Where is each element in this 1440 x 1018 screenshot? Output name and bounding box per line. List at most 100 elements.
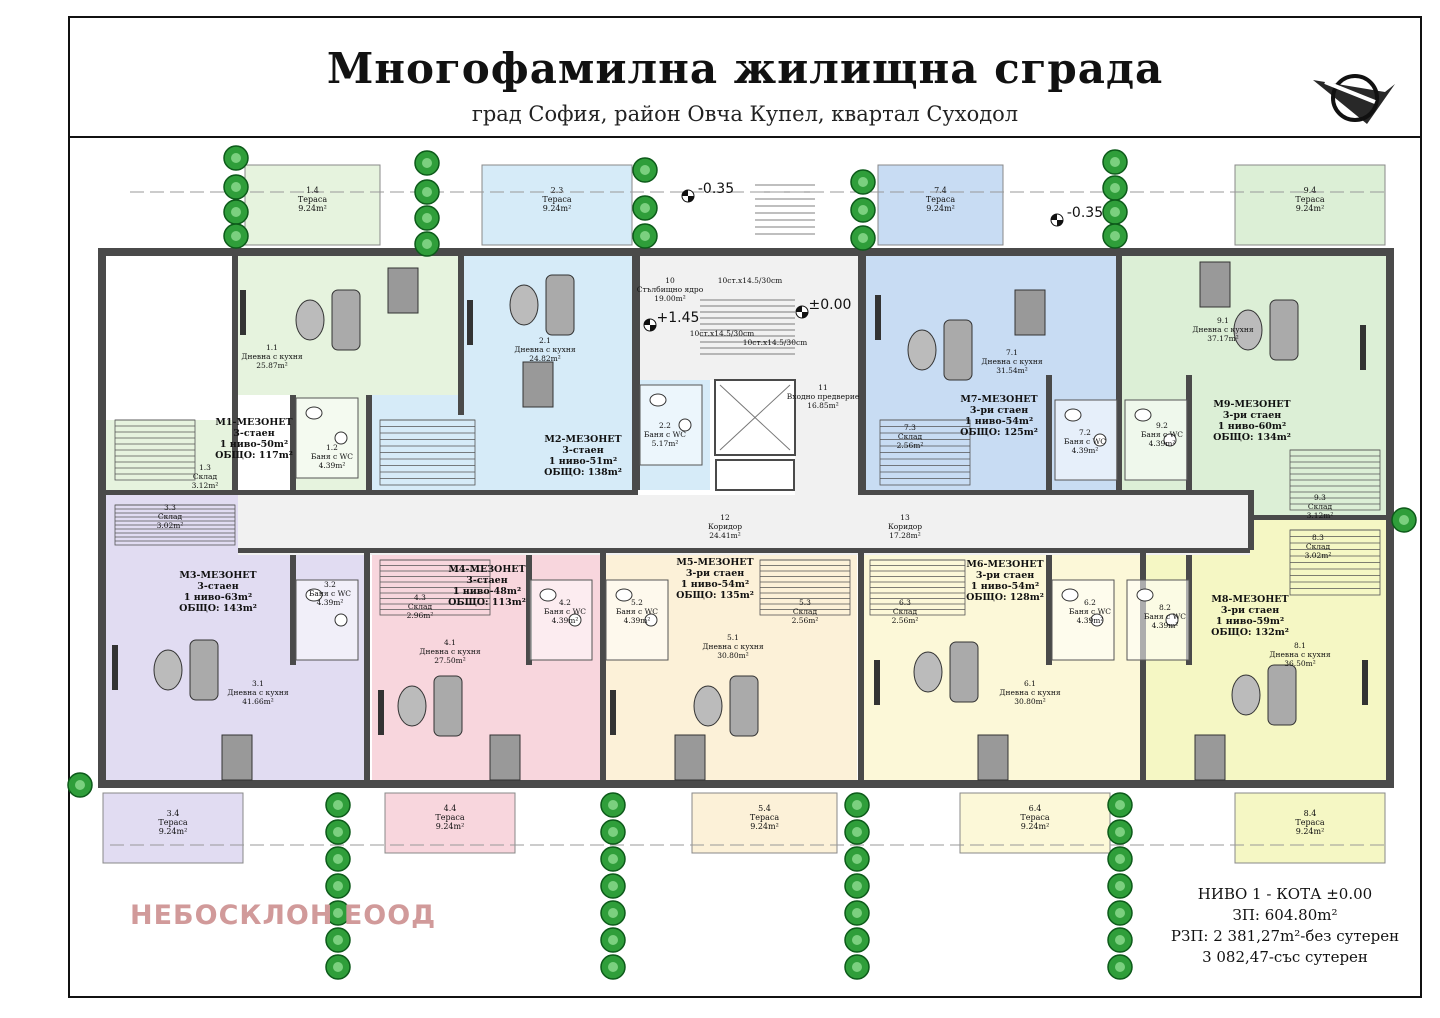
wall bbox=[232, 248, 238, 493]
tree-icon-center bbox=[1115, 881, 1125, 891]
apartment-level-area: 1 ниво-50m² bbox=[220, 439, 288, 450]
sofa bbox=[331, 289, 361, 351]
apartment-name: M7-МЕЗОНЕТ bbox=[960, 394, 1037, 405]
dining-table bbox=[522, 361, 554, 408]
room-number: 5.2 bbox=[631, 598, 643, 607]
room-area: 31.54m² bbox=[996, 366, 1028, 375]
wall bbox=[860, 490, 1250, 495]
room-area: 4.39m² bbox=[552, 616, 579, 625]
sofa bbox=[729, 675, 759, 737]
terrace-area: 9.24m² bbox=[1296, 827, 1325, 836]
tree-icon-center bbox=[852, 827, 862, 837]
room-label: Дневна с кухня bbox=[1269, 650, 1331, 659]
apartment-rooms: 3-ри стаен bbox=[686, 568, 744, 579]
room-area: 17.28m² bbox=[889, 531, 921, 540]
wall bbox=[238, 548, 1250, 553]
apartment-rooms: 3-стаен bbox=[562, 445, 603, 456]
stair-outline bbox=[114, 419, 196, 481]
sink bbox=[1090, 613, 1104, 627]
terrace bbox=[959, 792, 1111, 854]
coffee-table bbox=[397, 685, 427, 727]
room-area: 36.50m² bbox=[1284, 659, 1316, 668]
level-marker-stair-symbol-fill bbox=[644, 319, 656, 331]
wall bbox=[858, 255, 866, 495]
sofa bbox=[545, 274, 575, 336]
room-label: Склад bbox=[898, 432, 923, 441]
sink bbox=[334, 431, 348, 445]
room-label: Баня с WC bbox=[309, 589, 351, 598]
window bbox=[1360, 325, 1366, 370]
room-area: 4.39m² bbox=[1072, 446, 1099, 455]
title-block: Многофамилна жилищна сграда град София, … bbox=[68, 16, 1422, 138]
sofa bbox=[1269, 299, 1299, 361]
wall bbox=[858, 548, 864, 780]
room-label: Склад bbox=[158, 512, 183, 521]
room-label: Баня с WC bbox=[311, 452, 353, 461]
apartment-level-area: 1 ниво-54m² bbox=[681, 579, 749, 590]
wall bbox=[600, 548, 606, 780]
stair-outline bbox=[879, 419, 971, 486]
tree-icon-center bbox=[231, 231, 241, 241]
terrace-area: 9.24m² bbox=[436, 822, 465, 831]
tree-icon-center bbox=[333, 854, 343, 864]
company-name: НЕБОСКЛОН ЕООД bbox=[130, 900, 437, 931]
level-marker-top-right-symbol-fill bbox=[1051, 214, 1063, 226]
apartment-level-area: 1 ниво-54m² bbox=[965, 416, 1033, 427]
room-number: 9.3 bbox=[1314, 493, 1326, 502]
bathroom bbox=[639, 384, 703, 466]
room-label: Склад bbox=[1308, 502, 1333, 511]
room-label: Склад bbox=[1306, 542, 1331, 551]
apartment-level-area: 1 ниво-48m² bbox=[453, 586, 521, 597]
room-label: Дневна с кухня bbox=[981, 357, 1043, 366]
tree-icon-center bbox=[422, 158, 432, 168]
stair-outline bbox=[1289, 449, 1381, 511]
tree-icon-center bbox=[1399, 515, 1409, 525]
dining-table bbox=[1014, 289, 1046, 336]
room-label: Коридор bbox=[888, 522, 922, 531]
wall bbox=[364, 548, 370, 780]
sink bbox=[568, 613, 582, 627]
sink bbox=[678, 418, 692, 432]
room-label: Дневна с кухня bbox=[227, 688, 289, 697]
room-number: 6.3 bbox=[899, 598, 911, 607]
wall bbox=[98, 248, 106, 788]
tree-icon-center bbox=[858, 205, 868, 215]
coffee-table bbox=[1231, 674, 1261, 716]
tree-icon-center bbox=[1115, 908, 1125, 918]
room-number: 3.3 bbox=[164, 503, 176, 512]
terrace-label: Тераса bbox=[1295, 195, 1324, 204]
level-line-1: НИВО 1 - КОТА ±0.00 bbox=[1197, 885, 1373, 903]
stair-outline bbox=[379, 419, 476, 486]
room-area: 3.12m² bbox=[192, 481, 219, 490]
wall bbox=[290, 395, 296, 490]
terrace bbox=[244, 164, 381, 246]
terrace-label: Тераса bbox=[926, 195, 955, 204]
tree-icon-center bbox=[1110, 231, 1120, 241]
level-line-4: 3 082,47-със сутерен bbox=[1202, 948, 1368, 966]
terrace-area: 9.24m² bbox=[926, 204, 955, 213]
zone-m2 bbox=[372, 395, 458, 495]
apartment-rooms: 3-ри стаен bbox=[976, 570, 1034, 581]
room-label: Баня с WC bbox=[616, 607, 658, 616]
apartment-total-area: ОБЩО: 132m² bbox=[1211, 627, 1289, 638]
tree-icon-center bbox=[608, 935, 618, 945]
tree-icon-center bbox=[608, 854, 618, 864]
level-info: НИВО 1 - КОТА ±0.00 ЗП: 604.80m² РЗП: 2 … bbox=[1140, 884, 1430, 968]
level-marker-top-right: -0.35 bbox=[1067, 205, 1103, 221]
dining-table bbox=[221, 734, 253, 781]
room-area: 25.87m² bbox=[256, 361, 288, 370]
window bbox=[467, 300, 473, 345]
level-marker-top-left-symbol-fill bbox=[682, 190, 694, 202]
window bbox=[112, 645, 118, 690]
tree-icon-center bbox=[608, 962, 618, 972]
room-number: 2.2 bbox=[659, 421, 671, 430]
apartment-level-area: 1 ниво-60m² bbox=[1218, 421, 1286, 432]
room-area: 2.56m² bbox=[792, 616, 819, 625]
room-area: 19.00m² bbox=[654, 294, 686, 303]
terrace-area: 9.24m² bbox=[750, 822, 779, 831]
terrace-label: Тераса bbox=[158, 818, 187, 827]
tree-icon-center bbox=[231, 182, 241, 192]
terrace-number: 7.4 bbox=[934, 186, 947, 195]
apartment-total-area: ОБЩО: 138m² bbox=[544, 467, 622, 478]
